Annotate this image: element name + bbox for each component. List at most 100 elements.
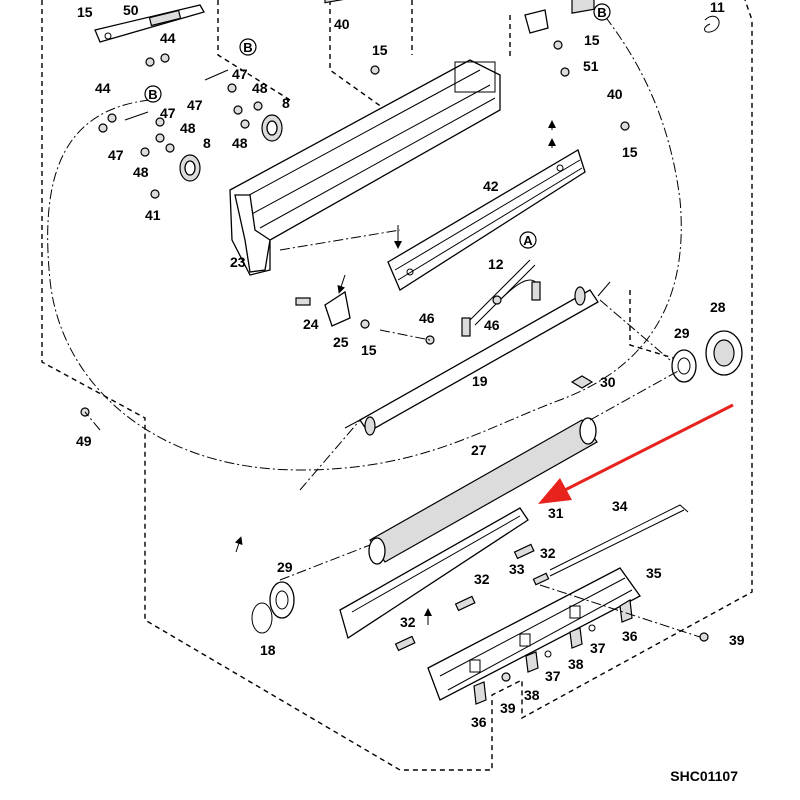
label-37: 37 — [590, 640, 606, 656]
inner-dashed-2 — [329, 0, 401, 121]
gear-28 — [705, 330, 743, 376]
screw-cluster-left — [98, 53, 263, 199]
main-frame-23 — [229, 59, 501, 276]
inner-dashed-5 — [629, 290, 681, 361]
screw-15-b — [553, 40, 563, 50]
label-40: 40 — [334, 16, 350, 32]
label-47: 47 — [187, 97, 203, 113]
label-33: 33 — [509, 561, 525, 577]
pad-30 — [570, 375, 594, 389]
label-31: 31 — [548, 505, 564, 521]
label-8: 8 — [282, 95, 290, 111]
svg-text:B: B — [243, 40, 252, 55]
label-19: 19 — [472, 373, 488, 389]
spring-33 — [532, 572, 550, 586]
label-38: 38 — [524, 687, 540, 703]
callout-b-2: B — [239, 38, 257, 56]
label-36: 36 — [622, 628, 638, 644]
label-47: 47 — [160, 105, 176, 121]
hook-11 — [704, 15, 720, 33]
screw-39-right — [699, 632, 709, 642]
screw-39-left — [501, 672, 511, 682]
screw-15-a — [370, 65, 380, 75]
assembly-boundary-dashed — [41, 0, 753, 771]
label-40: 40 — [607, 86, 623, 102]
label-11: 11 — [710, 0, 725, 15]
screw-15-c — [620, 121, 630, 131]
bracket-35 — [427, 567, 641, 701]
bushing-29-right — [671, 349, 697, 383]
washer-37-left — [544, 650, 552, 658]
label-15: 15 — [372, 42, 388, 58]
label-18: 18 — [260, 642, 276, 658]
bearing-8-upper — [261, 114, 283, 142]
label-49: 49 — [76, 433, 92, 449]
bushing-29-left — [269, 581, 295, 619]
lever-38-left — [525, 651, 539, 673]
label-51: 51 — [583, 58, 599, 74]
label-34: 34 — [612, 498, 628, 514]
svg-text:A: A — [523, 233, 533, 248]
frame-42 — [387, 149, 586, 291]
label-47: 47 — [108, 147, 124, 163]
label-44: 44 — [160, 30, 176, 46]
label-36: 36 — [471, 714, 487, 730]
guide-wire-34 — [549, 504, 689, 577]
label-30: 30 — [600, 374, 616, 390]
label-46: 46 — [484, 317, 500, 333]
label-32: 32 — [400, 614, 416, 630]
spring-32-c — [394, 635, 416, 652]
label-29: 29 — [277, 559, 293, 575]
label-32: 32 — [474, 571, 490, 587]
heat-roller-19 — [344, 281, 611, 436]
spring-24-bracket-25 — [295, 290, 370, 329]
label-8: 8 — [203, 135, 211, 151]
label-29: 29 — [674, 325, 690, 341]
label-25: 25 — [333, 334, 349, 350]
svg-text:B: B — [148, 87, 157, 102]
heater-lamp-12 — [425, 259, 541, 345]
label-39: 39 — [729, 632, 745, 648]
label-15: 15 — [361, 342, 377, 358]
washer-37-right — [588, 624, 596, 632]
spring-32-a — [513, 543, 535, 560]
label-48: 48 — [133, 164, 149, 180]
label-27: 27 — [471, 442, 487, 458]
label-42: 42 — [483, 178, 499, 194]
label-37: 37 — [545, 668, 561, 684]
bracket-40-upper — [324, 0, 346, 4]
clip-top-right — [524, 9, 549, 34]
lever-38-right — [569, 627, 583, 649]
label-28: 28 — [710, 299, 726, 315]
callout-b-3: B — [144, 85, 162, 103]
label-41: 41 — [145, 207, 161, 223]
callout-a-1: A — [519, 231, 537, 249]
callout-b-1: B — [593, 3, 611, 21]
lever-36-left — [473, 681, 487, 705]
label-48: 48 — [232, 135, 248, 151]
pressure-roller-27 — [368, 417, 598, 565]
label-24: 24 — [303, 316, 319, 332]
label-35: 35 — [646, 565, 662, 581]
label-39: 39 — [500, 700, 516, 716]
bearing-8-lower — [179, 154, 201, 182]
direction-arrow-2 — [337, 274, 346, 294]
label-44: 44 — [95, 80, 111, 96]
label-12: 12 — [488, 256, 504, 272]
spring-32-b — [454, 595, 476, 612]
drawing-code: SHC01107 — [670, 768, 738, 784]
wiring-loop-dashdot — [47, 9, 682, 471]
screw-51 — [560, 67, 570, 77]
label-32: 32 — [540, 545, 556, 561]
bracket-31 — [339, 507, 529, 640]
label-46: 46 — [419, 310, 435, 326]
bracket-50 — [94, 4, 205, 43]
label-48: 48 — [252, 80, 268, 96]
label-15: 15 — [77, 4, 93, 20]
lever-36-right — [619, 599, 633, 623]
label-48: 48 — [180, 120, 196, 136]
inner-dashed-1 — [217, 0, 291, 101]
label-15: 15 — [584, 32, 600, 48]
red-pointer-arrow — [538, 403, 734, 504]
